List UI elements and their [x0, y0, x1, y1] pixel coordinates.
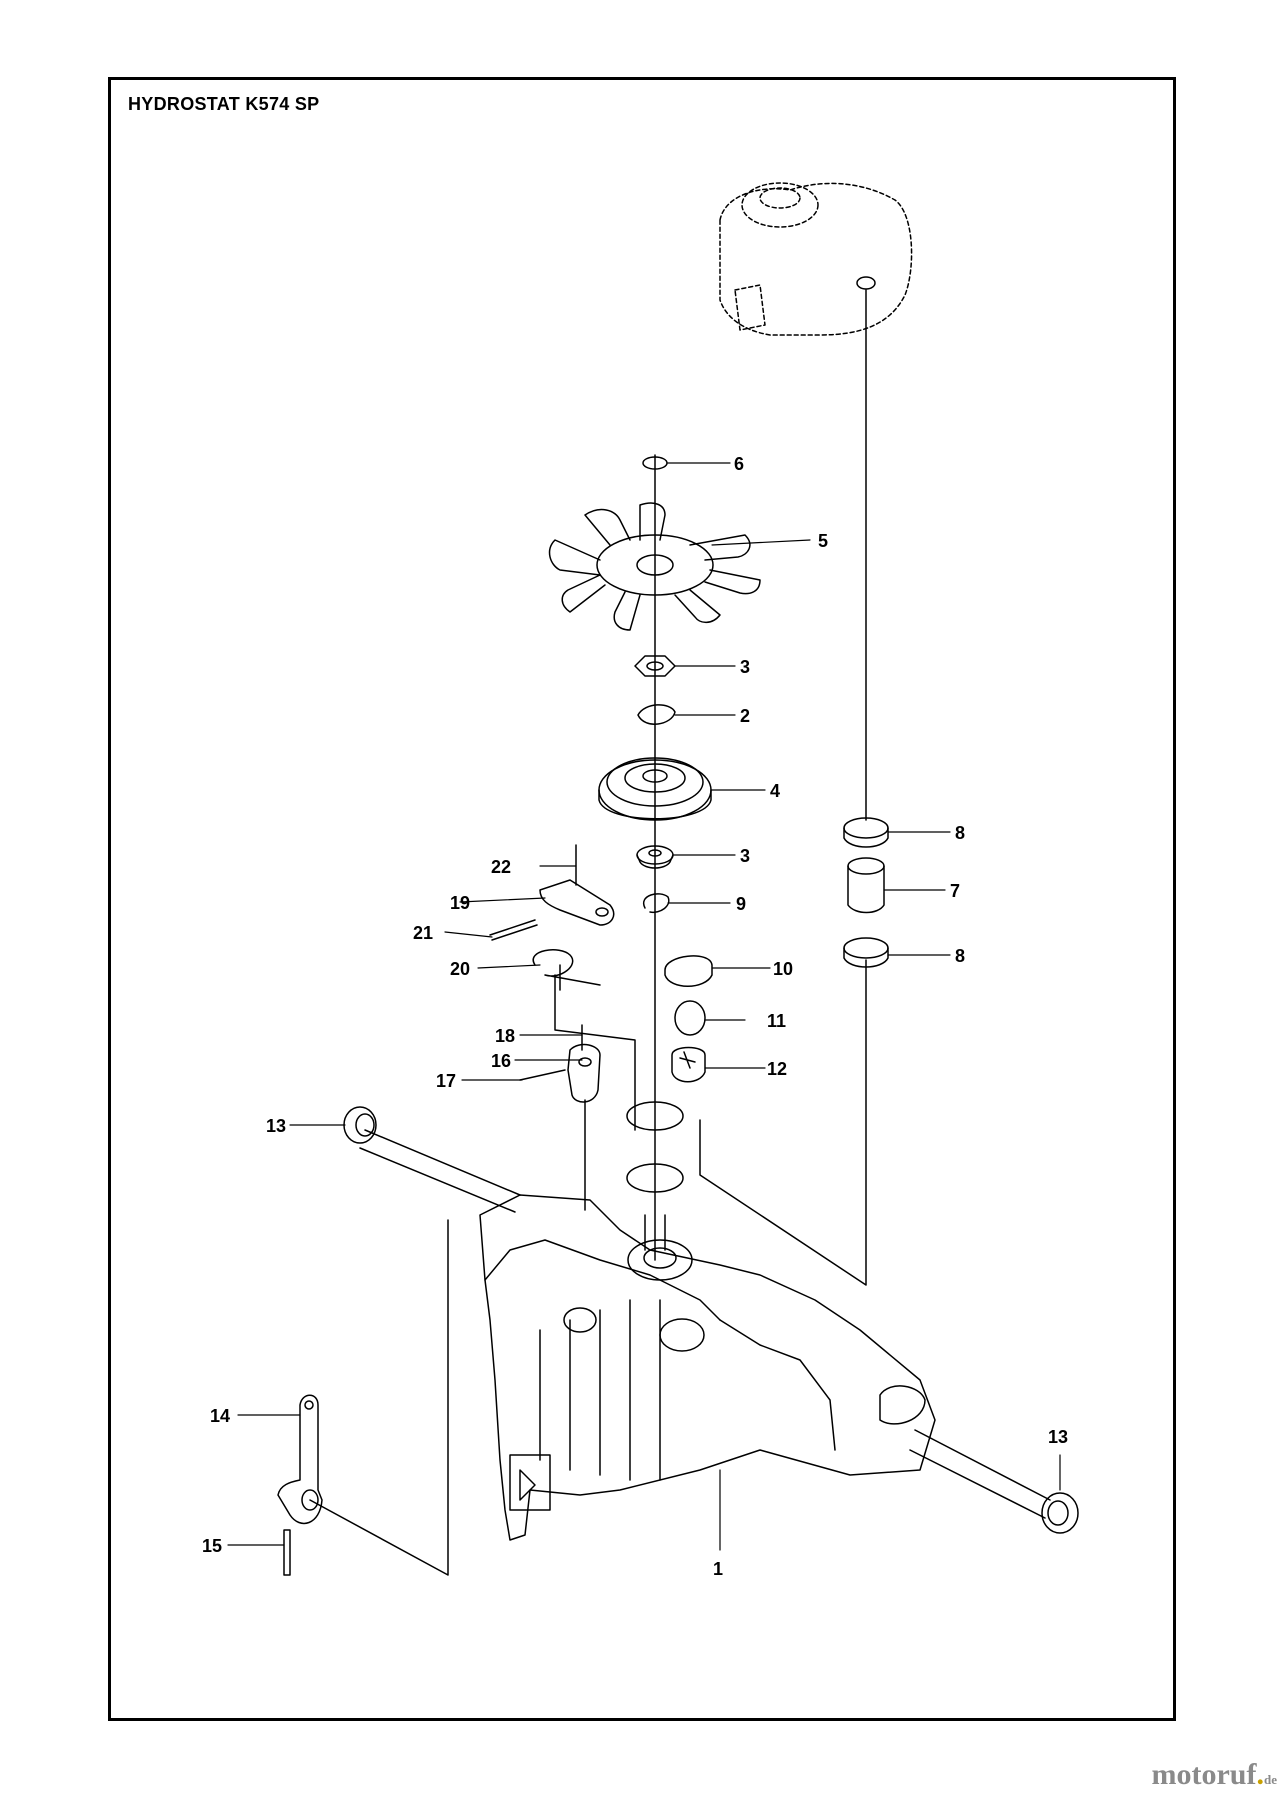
callout-16: 16: [491, 1051, 511, 1071]
callout-leaders: [227, 462, 1061, 1551]
left-axle: [359, 1129, 521, 1213]
callout-9: 9: [736, 894, 746, 914]
watermark-logo: motoruf.de: [1151, 1758, 1277, 1791]
page-title: HYDROSTAT K574 SP: [128, 94, 320, 114]
callout-21: 21: [413, 923, 433, 943]
callout-17: 17: [436, 1071, 456, 1091]
callout-14: 14: [210, 1406, 230, 1426]
leader-housing-to-lever: [309, 1219, 449, 1576]
hose-clamp-lower: [843, 937, 889, 968]
transaxle-housing: [479, 1129, 936, 1541]
diagram-frame: [108, 77, 1176, 1721]
pulley: [598, 757, 712, 821]
callout-5: 5: [818, 531, 828, 551]
callout-18: 18: [495, 1026, 515, 1046]
leader-tank-to-housing: [699, 959, 867, 1286]
left-axle-seal: [343, 1106, 377, 1144]
right-axle: [909, 1429, 1051, 1519]
callout-8a: 8: [955, 823, 965, 843]
control-arm-lower: [519, 1024, 601, 1103]
callout-6: 6: [734, 454, 744, 474]
bypass-lever: [277, 1394, 323, 1525]
cooling-fan: [548, 502, 761, 631]
callout-19: 19: [450, 893, 470, 913]
callout-13a: 13: [266, 1116, 286, 1136]
lever-pin: [283, 1529, 291, 1576]
callout-15: 15: [202, 1536, 222, 1556]
callout-8b: 8: [955, 946, 965, 966]
watermark-brand: motoruf: [1151, 1758, 1257, 1791]
reservoir-tank: [719, 182, 913, 336]
callout-10: 10: [773, 959, 793, 979]
callout-20: 20: [450, 959, 470, 979]
control-arm-upper: [489, 844, 615, 991]
watermark-tld: de: [1264, 1772, 1277, 1787]
hose-sleeve: [847, 857, 885, 914]
washer: [637, 704, 676, 725]
right-axle-seal: [1041, 1492, 1079, 1534]
callout-7: 7: [950, 881, 960, 901]
callout-4: 4: [770, 781, 780, 801]
callout-labels: 1 2 3 3 4 5 6 7 8 8 9 10 11 12 13 13 14 …: [202, 454, 1068, 1579]
callout-11: 11: [767, 1011, 786, 1031]
callout-1: 1: [713, 1559, 723, 1579]
bypass-cap: [671, 1046, 706, 1083]
callout-3b: 3: [740, 846, 750, 866]
hose-clamp-upper: [843, 817, 889, 848]
disc: [674, 1000, 706, 1036]
callout-13b: 13: [1048, 1427, 1068, 1447]
callout-2: 2: [740, 706, 750, 726]
circlip: [642, 893, 670, 914]
leader-arm-to-housing: [554, 974, 636, 1131]
callout-22: 22: [491, 857, 511, 877]
callout-12: 12: [767, 1059, 787, 1079]
housing-cap: [664, 955, 713, 987]
callout-3a: 3: [740, 657, 750, 677]
